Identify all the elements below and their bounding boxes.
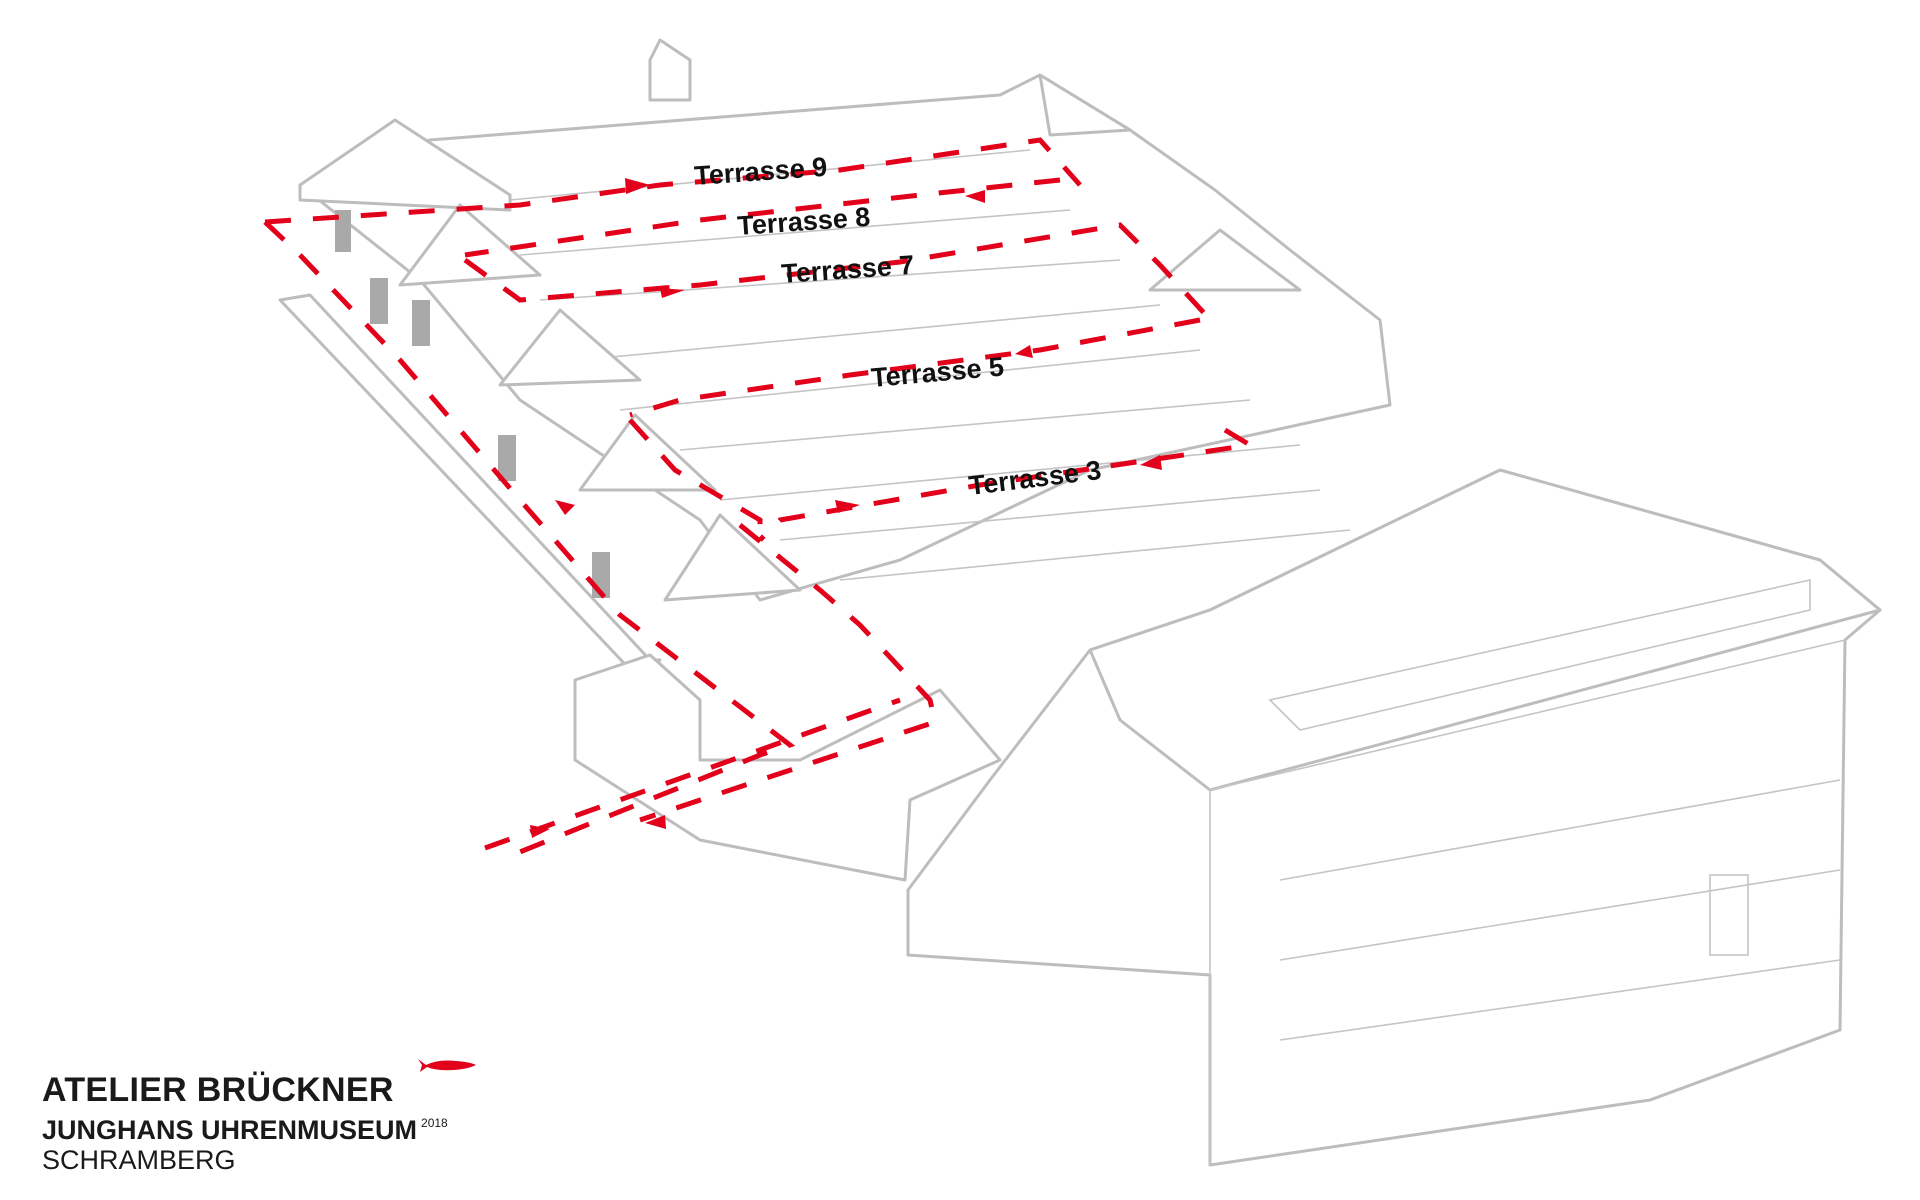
project-location: SCHRAMBERG <box>42 1145 236 1175</box>
company-name: ATELIER BRÜCKNER <box>42 1071 394 1109</box>
arrow-icon <box>1015 345 1033 358</box>
arrow-icon <box>660 288 685 298</box>
left-wing <box>278 210 1002 882</box>
main-building <box>906 468 1882 1167</box>
arrow-icon <box>835 500 860 513</box>
visitor-route <box>263 137 1258 863</box>
project-title: JUNGHANS UHRENMUSEUM <box>42 1115 418 1145</box>
terraced-building <box>298 38 1392 602</box>
arrow-icon <box>625 178 650 194</box>
fish-icon <box>418 1059 476 1072</box>
arrow-icon <box>1140 455 1162 470</box>
window <box>370 278 388 324</box>
entrance-door <box>1709 874 1749 956</box>
arrow-icon <box>965 190 985 203</box>
window <box>498 435 516 481</box>
project-year: 2018 <box>421 1116 448 1130</box>
window <box>412 300 430 346</box>
arrow-icon <box>645 815 666 829</box>
arrow-icon <box>530 825 550 838</box>
arrow-icon <box>555 500 575 515</box>
window <box>335 210 351 252</box>
